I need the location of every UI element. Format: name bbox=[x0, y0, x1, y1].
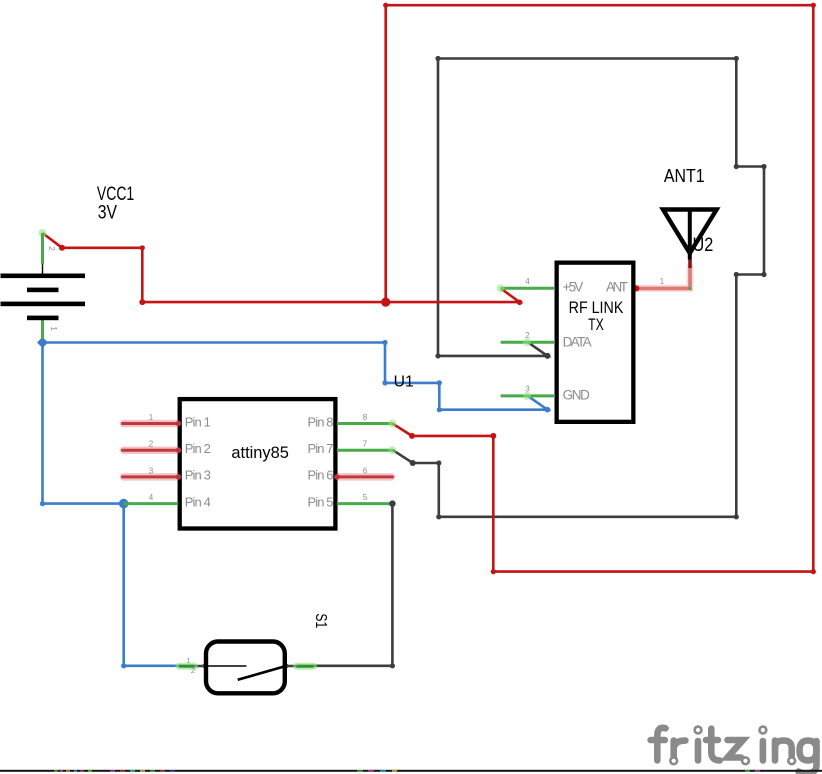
svg-text:+5V: +5V bbox=[563, 280, 584, 295]
svg-text:3: 3 bbox=[525, 385, 530, 394]
svg-text:DATA: DATA bbox=[563, 334, 592, 349]
svg-text:6: 6 bbox=[363, 466, 368, 475]
svg-text:4: 4 bbox=[149, 493, 154, 502]
svg-text:S1: S1 bbox=[312, 613, 329, 628]
svg-text:Pin 2: Pin 2 bbox=[185, 441, 211, 456]
svg-text:1: 1 bbox=[49, 326, 58, 331]
svg-text:Pin 3: Pin 3 bbox=[185, 468, 211, 483]
svg-text:Pin 1: Pin 1 bbox=[185, 414, 211, 429]
svg-text:TX: TX bbox=[588, 315, 604, 334]
svg-text:2: 2 bbox=[47, 246, 56, 251]
svg-text:1: 1 bbox=[149, 413, 154, 422]
svg-text:7: 7 bbox=[363, 440, 368, 449]
svg-text:1: 1 bbox=[186, 656, 190, 665]
svg-text:3V: 3V bbox=[98, 202, 118, 223]
svg-text:attiny85: attiny85 bbox=[231, 443, 289, 462]
svg-text:Pin 5: Pin 5 bbox=[308, 494, 334, 509]
svg-text:Pin 7: Pin 7 bbox=[308, 441, 334, 456]
svg-text:ANT: ANT bbox=[606, 280, 628, 295]
svg-text:4: 4 bbox=[525, 277, 530, 286]
svg-text:Pin 6: Pin 6 bbox=[308, 468, 334, 483]
svg-text:U2: U2 bbox=[693, 235, 714, 256]
svg-text:RF LINK: RF LINK bbox=[569, 298, 624, 317]
svg-text:U1: U1 bbox=[394, 374, 414, 391]
svg-text:5: 5 bbox=[363, 493, 368, 502]
svg-text:Pin 4: Pin 4 bbox=[185, 494, 211, 509]
svg-text:3: 3 bbox=[149, 466, 154, 475]
svg-text:ANT1: ANT1 bbox=[664, 166, 705, 186]
svg-text:2: 2 bbox=[525, 331, 530, 340]
svg-text:8: 8 bbox=[363, 413, 368, 422]
svg-text:Pin 8: Pin 8 bbox=[308, 414, 334, 429]
svg-text:GND: GND bbox=[563, 388, 591, 403]
svg-text:VCC1: VCC1 bbox=[97, 184, 134, 205]
svg-text:1: 1 bbox=[660, 277, 665, 286]
svg-text:2: 2 bbox=[191, 666, 195, 675]
svg-text:2: 2 bbox=[149, 440, 154, 449]
